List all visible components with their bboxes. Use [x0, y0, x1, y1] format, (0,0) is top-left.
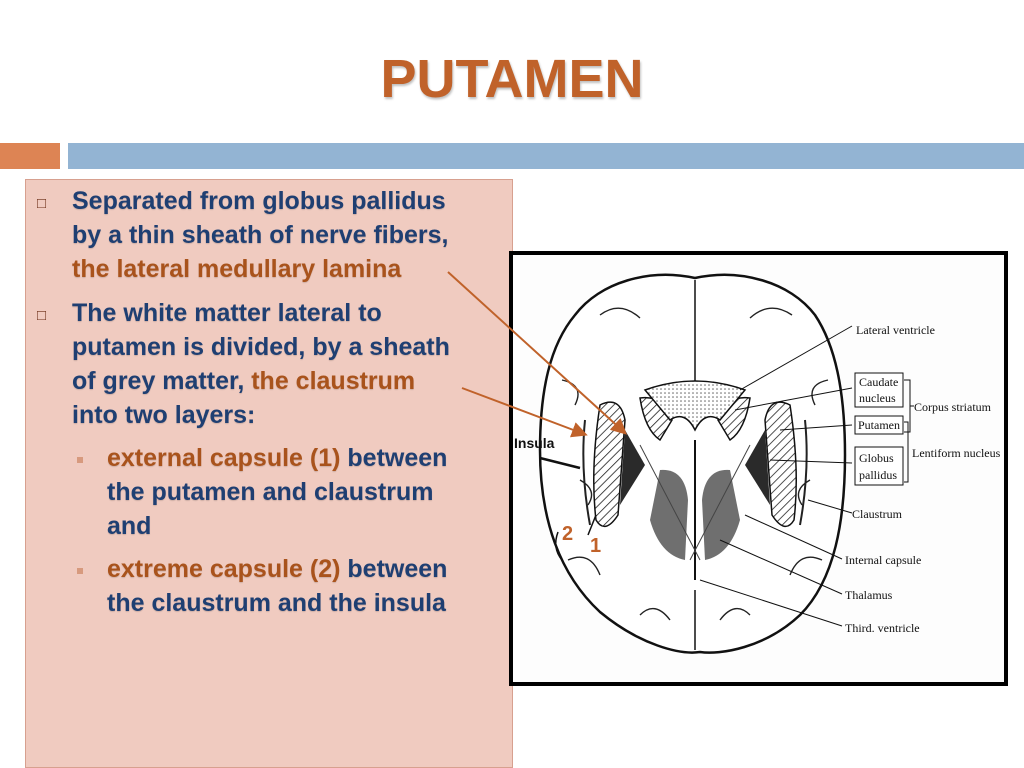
sub1-line1: external capsule (1) between	[107, 444, 447, 473]
bullet-square-2: □	[37, 307, 47, 324]
bullet1-line1: Separated from globus pallidus	[72, 187, 446, 215]
sub1-line2: the putamen and claustrum	[107, 478, 434, 506]
bullet2-line2: putamen is divided, by a sheath	[72, 333, 450, 361]
slide-title: PUTAMEN	[380, 49, 644, 109]
bullet-square-1: □	[37, 195, 47, 212]
bullet1-line2: by a thin sheath of nerve fibers,	[72, 221, 449, 249]
bullet2-line1: The white matter lateral to	[72, 299, 382, 327]
sub1-rest: between	[340, 444, 448, 472]
claustrum-highlight: the claustrum	[251, 367, 416, 395]
extreme-capsule-num: (2)	[309, 555, 341, 583]
sub2-line2: the claustrum and the insula	[107, 589, 446, 617]
external-capsule-term: external capsule	[107, 444, 303, 472]
header-band-accent	[0, 143, 60, 169]
sub2-line1: extreme capsule (2) between	[107, 555, 447, 584]
sub1-line3: and	[107, 512, 152, 540]
sub-bullet-2	[77, 568, 83, 574]
text-panel	[25, 179, 513, 768]
brain-figure-frame	[509, 251, 1008, 686]
external-capsule-num: (1)	[309, 444, 341, 472]
bullet2-line3-pre: of grey matter,	[72, 367, 252, 395]
bullet2-line3: of grey matter, the claustrum	[72, 367, 415, 396]
bullet2-line4: into two layers:	[72, 401, 256, 429]
bullet1-highlight: the lateral medullary lamina	[72, 255, 402, 283]
sub2-rest: between	[340, 555, 448, 583]
sub-bullet-1	[77, 457, 83, 463]
header-band	[68, 143, 1024, 169]
extreme-capsule-term: extreme capsule	[107, 555, 303, 583]
